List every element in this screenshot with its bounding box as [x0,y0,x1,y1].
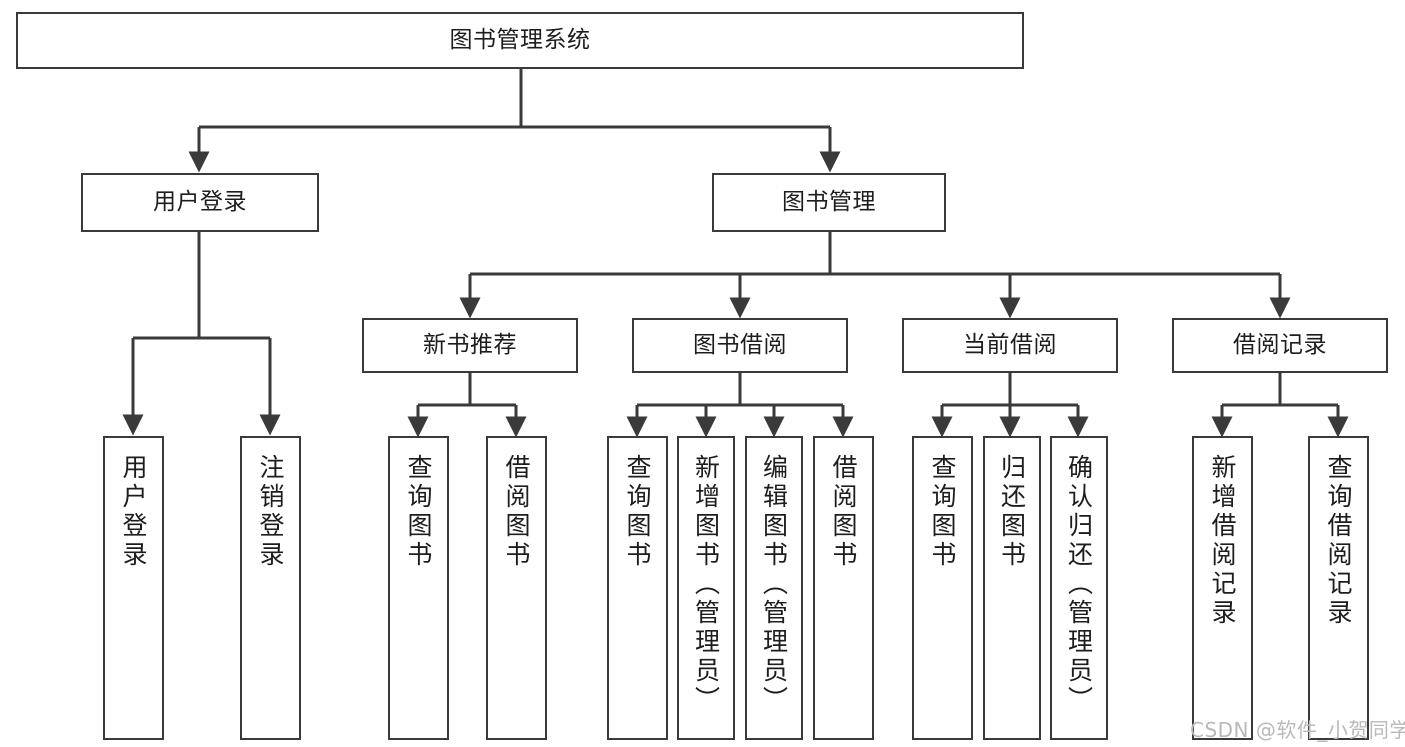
node-label: 查询图书 [928,454,957,570]
node-label: 新增借阅记录 [1208,454,1237,628]
leaf-user-login-2[interactable]: 注销登录 [240,436,301,740]
leaf-current-borrow-2[interactable]: 归还图书 [983,436,1041,740]
leaf-book-borrow-1[interactable]: 查询图书 [607,436,668,740]
leaf-book-borrow-3[interactable]: 编辑图书（管理员） [745,436,803,740]
node-label: 图书管理系统 [449,26,591,53]
node-label: 用户登录 [153,188,247,215]
leaf-borrow-record-2[interactable]: 查询借阅记录 [1308,436,1369,740]
node-label: 确认归还（管理员） [1064,454,1094,715]
node-label: 图书借阅 [693,331,787,358]
node-label: 借阅记录 [1233,331,1327,358]
node-label: 借阅图书 [502,454,531,570]
node-label: 借阅图书 [829,454,858,570]
node-book-management[interactable]: 图书管理 [712,173,946,232]
node-label: 注销登录 [256,454,285,570]
leaf-new-book-2[interactable]: 借阅图书 [486,436,547,740]
leaf-current-borrow-3[interactable]: 确认归还（管理员） [1050,436,1108,740]
node-root-system[interactable]: 图书管理系统 [16,12,1024,69]
node-book-borrow[interactable]: 图书借阅 [632,318,848,373]
node-label: 新书推荐 [423,331,517,358]
node-label: 编辑图书（管理员） [759,454,789,715]
node-new-book-recommend[interactable]: 新书推荐 [362,318,578,373]
leaf-book-borrow-4[interactable]: 借阅图书 [813,436,874,740]
node-label: 查询借阅记录 [1324,454,1353,628]
node-label: 图书管理 [782,188,876,215]
node-borrow-record[interactable]: 借阅记录 [1172,318,1388,373]
leaf-current-borrow-1[interactable]: 查询图书 [912,436,973,740]
node-label: 查询图书 [623,454,652,570]
leaf-book-borrow-2[interactable]: 新增图书（管理员） [677,436,735,740]
node-label: 查询图书 [404,454,433,570]
node-user-login[interactable]: 用户登录 [81,173,319,232]
node-current-borrow[interactable]: 当前借阅 [902,318,1118,373]
node-label: 用户登录 [119,454,148,570]
leaf-borrow-record-1[interactable]: 新增借阅记录 [1192,436,1253,740]
leaf-new-book-1[interactable]: 查询图书 [388,436,449,740]
node-label: 归还图书 [997,454,1027,570]
node-label: 新增图书（管理员） [691,454,721,715]
watermark-text: CSDN @软件_小贺同学 [1190,718,1405,742]
node-label: 当前借阅 [963,331,1057,358]
leaf-user-login-1[interactable]: 用户登录 [103,436,164,740]
